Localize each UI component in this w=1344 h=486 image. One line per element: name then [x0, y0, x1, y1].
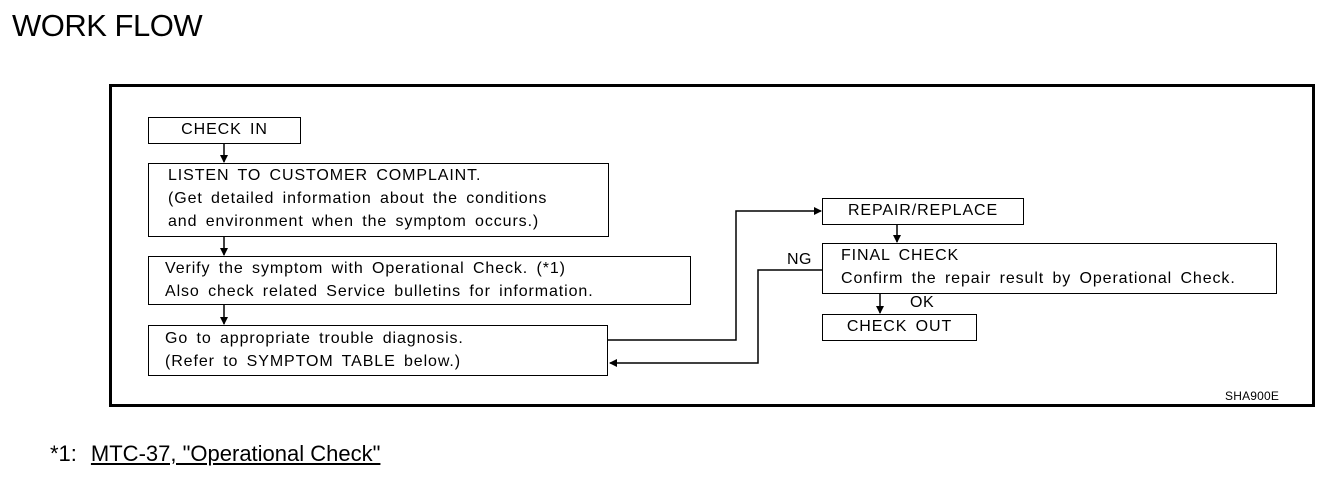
footnote-marker: *1: [50, 441, 77, 466]
final-check-line-2: Confirm the repair result by Operational… [841, 269, 1236, 287]
check-in-box: CHECK IN [148, 117, 301, 144]
diagnosis-line-2: (Refer to SYMPTOM TABLE below.) [165, 352, 461, 370]
listen-line-2: (Get detailed information about the cond… [168, 190, 548, 207]
ok-label: OK [910, 294, 935, 311]
page-title: WORK FLOW [12, 8, 203, 43]
listen-line-1: LISTEN TO CUSTOMER COMPLAINT. [168, 167, 482, 184]
listen-box: LISTEN TO CUSTOMER COMPLAINT. (Get detai… [148, 163, 609, 237]
final-check-line-1: FINAL CHECK [841, 247, 960, 264]
diagram-frame [109, 84, 1315, 407]
repair-replace-box: REPAIR/REPLACE [822, 198, 1024, 225]
verify-line-1: Verify the symptom with Operational Chec… [165, 260, 566, 277]
diagnosis-box: Go to appropriate trouble diagnosis. (Re… [148, 325, 608, 376]
verify-line-2: Also check related Service bulletins for… [165, 282, 594, 300]
check-in-text: CHECK IN [181, 121, 268, 138]
footnote: *1: MTC-37, "Operational Check" [50, 441, 380, 467]
figure-code: SHA900E [1225, 389, 1280, 403]
repair-replace-text: REPAIR/REPLACE [847, 202, 999, 219]
operational-check-link[interactable]: MTC-37, "Operational Check" [90, 441, 381, 466]
listen-line-3: and environment when the symptom occurs.… [168, 213, 540, 230]
check-out-text: CHECK OUT [846, 318, 953, 335]
check-out-box: CHECK OUT [822, 314, 977, 341]
diagnosis-line-1: Go to appropriate trouble diagnosis. [165, 330, 464, 347]
ng-label: NG [787, 251, 812, 268]
final-check-box: FINAL CHECK Confirm the repair result by… [822, 243, 1277, 294]
verify-box: Verify the symptom with Operational Chec… [148, 256, 691, 305]
